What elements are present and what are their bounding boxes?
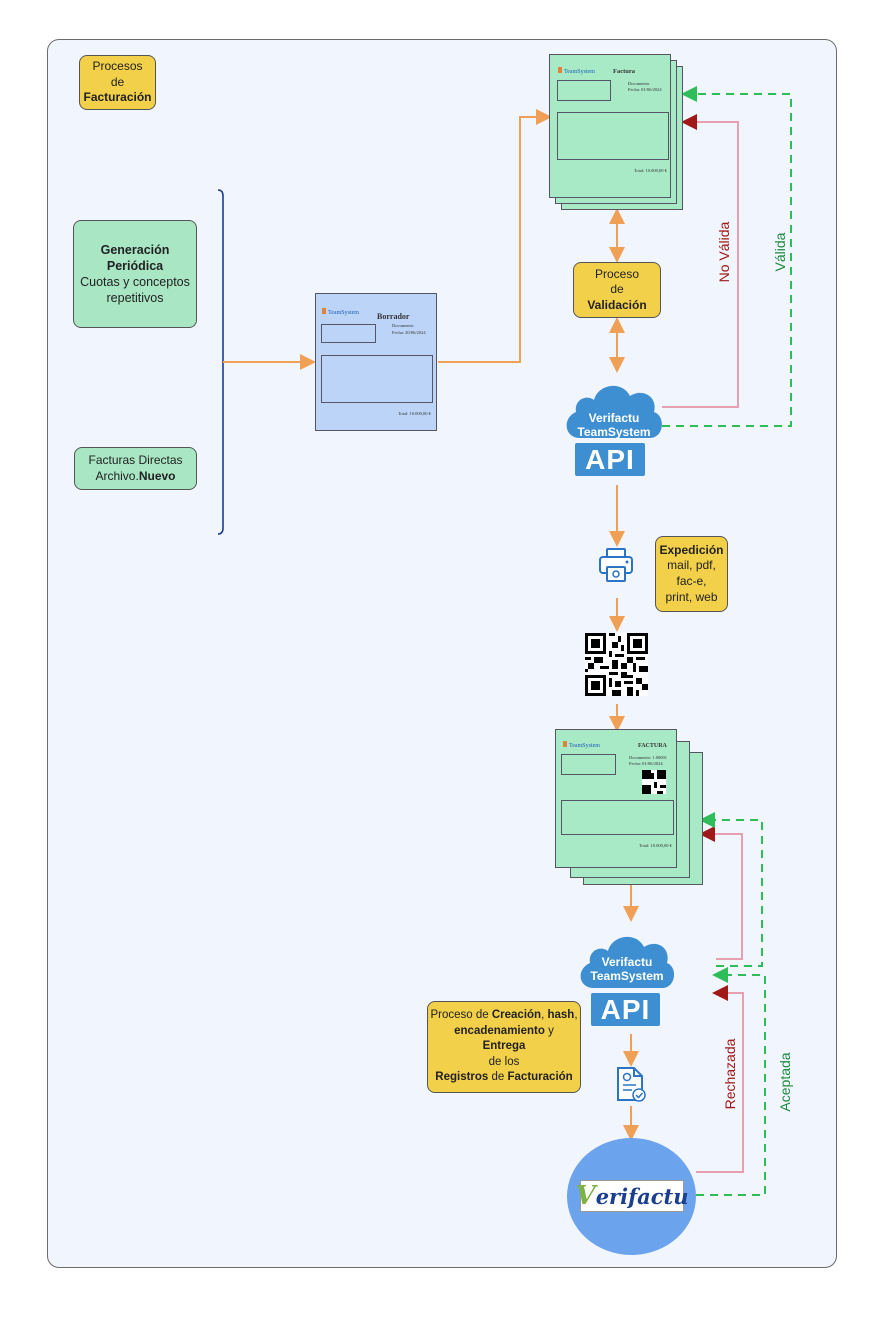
invoice-brand-text: TeamSystem [564, 69, 595, 75]
no-valida-label: No Válida [716, 221, 732, 283]
creation-line1: Proceso de Creación, hash, [430, 1008, 577, 1024]
printer-icon [599, 548, 633, 582]
invoice-brand-icon [558, 67, 562, 73]
aceptada-label: Aceptada [777, 1052, 793, 1112]
validation-line2: de [610, 282, 624, 297]
expedition-text: mail, pdf, fac-e, print, web [665, 558, 718, 604]
final-brand: TeamSystem [563, 741, 600, 749]
direct-line2-bold: Nuevo [138, 468, 176, 483]
draft-brand: TeamSystem [322, 308, 359, 316]
creation-b5: Registros [435, 1071, 489, 1084]
creation-line4: de los [488, 1055, 520, 1068]
title-box: Procesos de Facturación [79, 55, 156, 110]
cloud-icon [580, 936, 675, 988]
direct-line2: Archivo.Nuevo [95, 469, 175, 485]
invoice-meta1: Documento: [628, 81, 651, 86]
creation-b6: Facturación [507, 1071, 573, 1084]
draft-brand-text: TeamSystem [328, 310, 359, 316]
cloud-icon [566, 385, 662, 438]
creation-p1: Proceso de [430, 1009, 492, 1022]
api-bottom-box: API [591, 993, 660, 1026]
final-qr-code [642, 770, 666, 794]
api-top-line2: TeamSystem [577, 425, 651, 440]
verifactu-logo-v: V [575, 1181, 596, 1211]
invoice-total: Total: 10.000,00 € [634, 168, 667, 173]
creation-b2: hash [547, 1009, 575, 1022]
final-meta2: Fecha: 01/06/2024 [629, 761, 663, 766]
validation-line3: Validación [587, 297, 647, 312]
api-top-box: API [575, 443, 645, 476]
draft-title: Borrador [377, 312, 410, 321]
generation-title: Generación Periódica [100, 242, 170, 273]
draft-brand-icon [322, 308, 326, 314]
title-line1: Procesos [92, 59, 143, 74]
rechazada-label: Rechazada [722, 1038, 738, 1110]
creation-line5: Registros de Facturación [435, 1070, 572, 1086]
final-title: FACTURA [638, 743, 667, 749]
invoice-table-box [557, 112, 669, 160]
expedition-box: Expedición mail, pdf, fac-e, print, web [655, 536, 728, 612]
draft-document: TeamSystem Borrador Documento: Fecha: 20… [315, 293, 437, 431]
title-line2: de [110, 74, 125, 89]
direct-line1: Facturas Directas [88, 452, 183, 467]
final-brand-text: TeamSystem [569, 743, 600, 749]
creation-line2: encadenamiento y [454, 1024, 554, 1040]
final-invoice-document: TeamSystem FACTURA Documento: 1.00001 Fe… [555, 729, 677, 868]
valida-label: Válida [772, 232, 788, 272]
creation-p6: de [488, 1071, 508, 1084]
validation-line1: Proceso [594, 266, 640, 281]
creation-box: Proceso de Creación, hash, encadenamient… [427, 1001, 581, 1093]
draft-meta2: Fecha: 20/06/2024 [392, 330, 426, 335]
final-total: Total: 10.000,00 € [639, 843, 672, 848]
creation-p2: , [541, 1009, 548, 1022]
creation-b4: Entrega [482, 1040, 526, 1053]
creation-p3: , [574, 1009, 578, 1022]
generation-text: Cuotas y conceptos repetitivos [80, 275, 190, 306]
api-bottom-cloud-label: Verifactu TeamSystem [576, 955, 678, 984]
direct-invoices-box: Facturas Directas Archivo.Nuevo [74, 447, 197, 490]
draft-table-box [321, 355, 433, 403]
api-top-line1: Verifactu [588, 411, 640, 425]
verifactu-logo-text: erifactu [595, 1183, 689, 1209]
invoice-brand: TeamSystem [558, 67, 595, 75]
validation-box: Proceso de Validación [573, 262, 661, 318]
api-bottom-line1: Verifactu [601, 955, 653, 969]
creation-b1: Creación [491, 1009, 542, 1022]
final-meta1: Documento: 1.00001 [629, 755, 667, 760]
creation-line3: Entrega [483, 1039, 526, 1055]
generation-box: Generación Periódica Cuotas y conceptos … [73, 220, 197, 328]
creation-p4: y [544, 1024, 554, 1037]
signed-document-icon [617, 1067, 646, 1102]
invoice-meta2: Fecha: 01/06/2024 [628, 87, 662, 92]
api-bottom-line2: TeamSystem [590, 969, 664, 984]
direct-line2-prefix: Archivo. [95, 468, 139, 483]
title-line3: Facturación [83, 90, 152, 105]
invoice-field-box [557, 80, 611, 101]
draft-meta1: Documento: [392, 323, 415, 328]
api-top-cloud-label: Verifactu TeamSystem [562, 411, 666, 440]
invoice-title: Factura [613, 68, 636, 75]
final-table-box [561, 800, 674, 835]
invoice-document: TeamSystem Factura Documento: Fecha: 01/… [549, 54, 671, 198]
draft-field-box [321, 324, 376, 343]
qr-code-icon [585, 633, 648, 696]
final-brand-icon [563, 741, 567, 747]
final-field-box [561, 754, 616, 775]
expedition-title: Expedición [659, 542, 724, 557]
creation-b3: encadenamiento [454, 1024, 545, 1037]
draft-total: Total: 10.000,00 € [398, 411, 431, 416]
